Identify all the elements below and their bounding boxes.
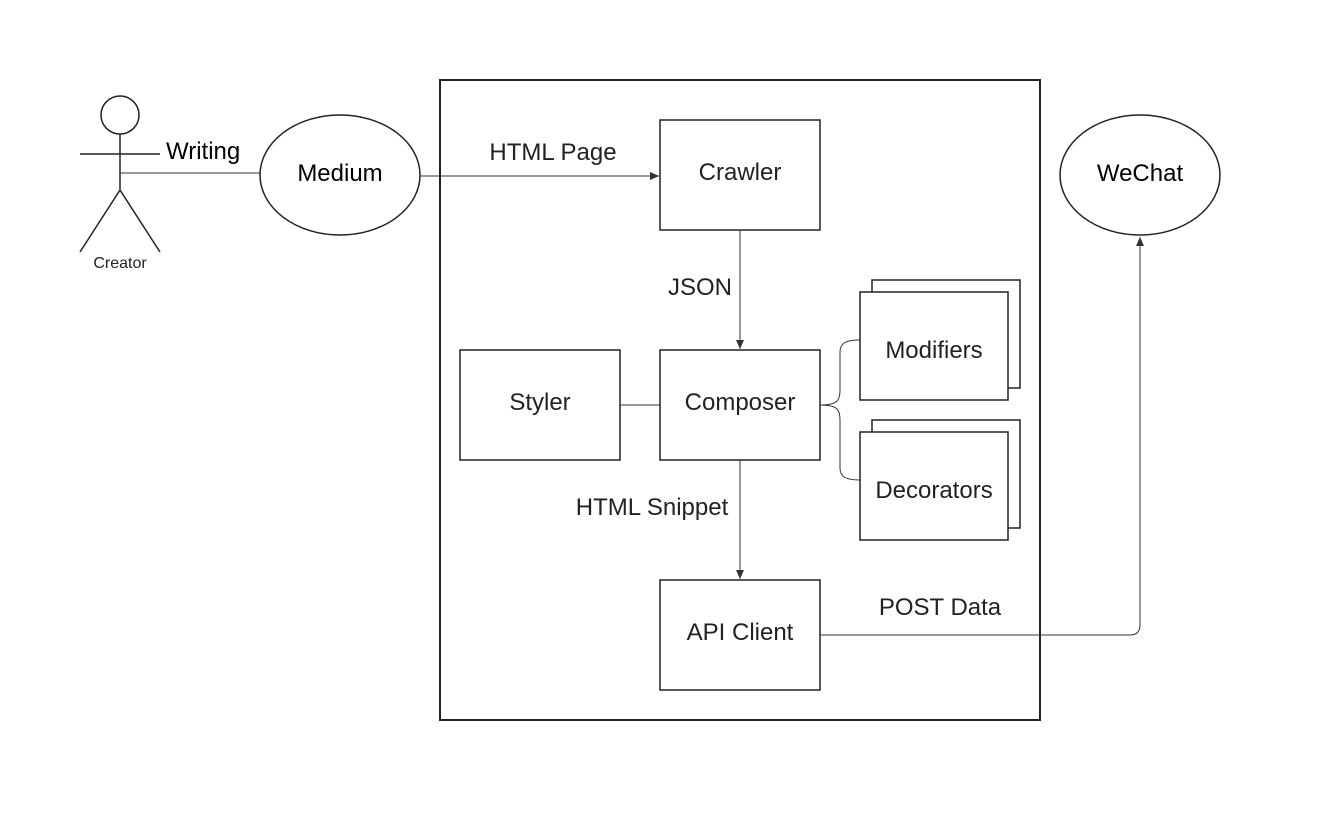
crawler-node xyxy=(659,119,821,231)
wechat-node xyxy=(1059,114,1221,236)
post-data-arrow xyxy=(820,237,1144,636)
medium-label: Medium xyxy=(297,160,382,187)
styler-node xyxy=(459,349,621,461)
json-label: JSON xyxy=(668,274,732,301)
decorators-label: Decorators xyxy=(875,477,992,504)
styler-label: Styler xyxy=(509,389,570,416)
modifiers-label: Modifiers xyxy=(885,337,982,364)
medium-node xyxy=(259,114,421,236)
composer-label: Composer xyxy=(685,389,796,416)
api-client-node xyxy=(659,579,821,691)
wechat-label: WeChat xyxy=(1097,160,1184,187)
writing-label: Writing xyxy=(166,138,240,165)
decorators-node xyxy=(859,419,1021,541)
modifiers-node xyxy=(859,279,1021,401)
system-boundary xyxy=(439,79,1041,721)
composer-brace xyxy=(819,339,861,481)
creator-label: Creator xyxy=(93,255,147,272)
post-data-label: POST Data xyxy=(879,594,1002,621)
creator-actor xyxy=(79,95,161,253)
api-client-label: API Client xyxy=(687,619,794,646)
html-page-label: HTML Page xyxy=(489,139,616,166)
html-snippet-label: HTML Snippet xyxy=(576,494,729,521)
crawler-label: Crawler xyxy=(699,159,782,186)
